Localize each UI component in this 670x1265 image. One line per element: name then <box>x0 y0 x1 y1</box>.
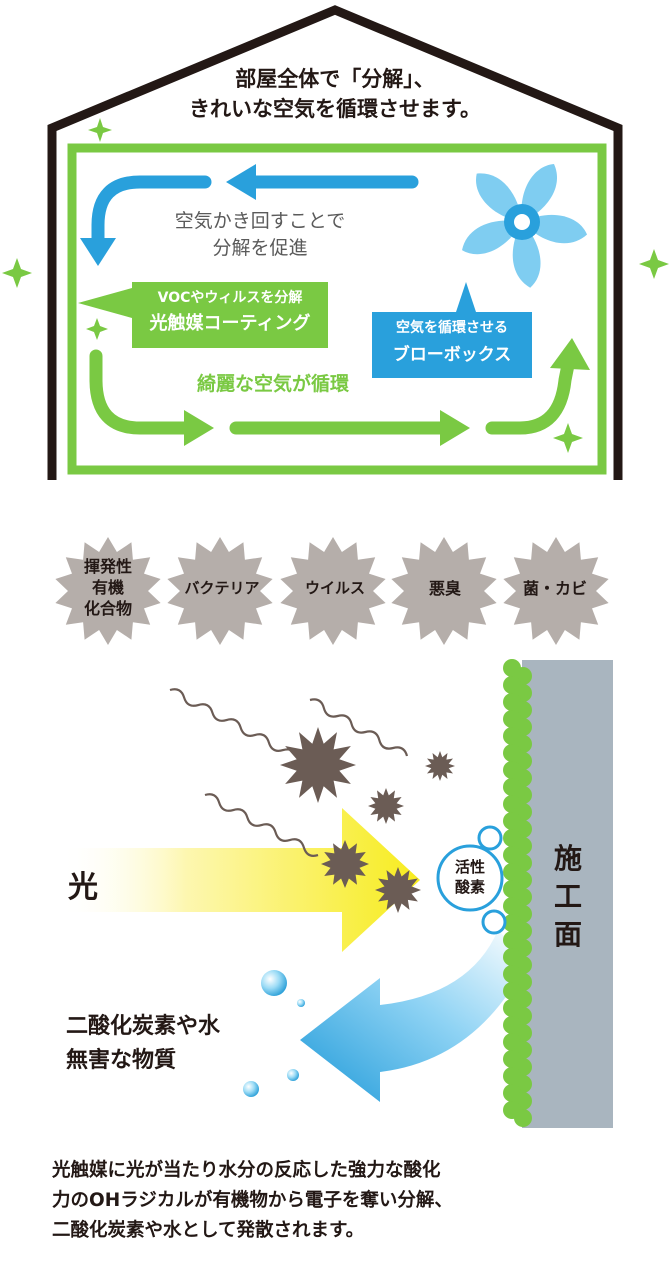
fan-icon <box>462 164 588 288</box>
house-title-line1: 部屋全体で「分解」、 <box>235 67 435 91</box>
green-arrow-head <box>440 410 470 446</box>
water-droplet <box>261 970 287 996</box>
coating-bead <box>514 1109 532 1127</box>
output-arrow <box>300 930 528 1102</box>
surface-label: 施工面 <box>553 842 582 951</box>
target-label-virus: ウイルス <box>304 579 365 597</box>
description-line: 光触媒に光が当たり水分の反応した強力な酸化 <box>52 1160 441 1181</box>
sparkle-icon <box>86 318 108 340</box>
target-badges <box>55 537 609 645</box>
blower-callout-line2: ブローボックス <box>392 345 512 365</box>
coating-callout-bg <box>78 282 328 348</box>
water-droplet <box>297 999 305 1007</box>
pollutant-particles <box>280 727 455 913</box>
house-outline <box>47 5 623 480</box>
green-arrow-head <box>184 410 214 446</box>
water-droplet <box>243 1081 259 1097</box>
description-line: 二酸化炭素や水として発散されます。 <box>52 1220 365 1241</box>
light-label: 光 <box>68 870 98 905</box>
description: 光触媒に光が当たり水分の反応した強力な酸化 力のOHラジカルが有機物から電子を奪… <box>52 1156 632 1246</box>
blue-loop-label-line1: 空気かき回すことで <box>174 210 346 232</box>
house-title-line2: きれいな空気を循環させます。 <box>189 97 481 121</box>
target-label-voc: 揮発性 有機 化合物 <box>58 556 158 619</box>
sparkle-icons <box>2 118 669 453</box>
blower-callout-bg <box>372 282 532 378</box>
target-badge-bg <box>503 537 609 645</box>
active-oxygen-line: 酸素 <box>454 878 485 896</box>
description-line: 力のOHラジカルが有機物から電子を奪い分解、 <box>52 1190 453 1211</box>
light-arrow <box>60 808 420 952</box>
green-loop-label: 綺麗な空気が循環 <box>196 373 349 395</box>
target-badge-bg <box>391 537 497 645</box>
target-badge-bg <box>167 537 273 645</box>
target-badge-bg <box>55 537 161 645</box>
target-label-line: 化合物 <box>83 599 132 618</box>
water-droplets <box>243 970 305 1097</box>
pollutant-particle <box>368 788 404 824</box>
output-label-line2: 無害な物質 <box>66 1048 177 1073</box>
sparkle-icon <box>2 258 32 288</box>
blue-arrow-head <box>80 238 116 266</box>
green-circulation-arrows <box>89 349 575 435</box>
target-label-mold: 菌・カビ <box>522 579 587 598</box>
pollutant-particle <box>321 840 369 888</box>
photocatalyst-coating <box>503 659 532 1127</box>
wavy-lines <box>169 688 409 857</box>
sparkle-icon <box>553 423 583 453</box>
water-droplet <box>287 1069 299 1081</box>
sparkle-icon <box>88 118 112 142</box>
treated-surface <box>522 660 613 1128</box>
blue-circulation-arrows <box>91 175 419 257</box>
pollutant-particle <box>425 751 455 781</box>
active-oxygen-label: 活性 酸素 <box>438 857 502 897</box>
coating-callout-line2: 光触媒コーティング <box>149 313 311 334</box>
sparkle-icon <box>639 249 669 279</box>
active-oxygen-line: 活性 <box>454 858 485 876</box>
blower-callout-line1: 空気を循環させる <box>396 320 508 336</box>
green-arrow-head <box>550 338 590 370</box>
target-label-line: 揮発性 <box>83 557 132 576</box>
pollutant-particle <box>375 867 421 913</box>
coating-callout-line1: VOCやウィルスを分解 <box>157 290 303 306</box>
blue-loop-label-line2: 分解を促進 <box>212 237 308 259</box>
target-label-line: 有機 <box>91 578 124 597</box>
target-badge-bg <box>280 537 386 645</box>
output-label-line1: 二酸化炭素や水 <box>66 1014 221 1039</box>
target-label-odor: 悪臭 <box>428 579 461 598</box>
blue-arrow-head <box>226 164 256 200</box>
active-oxygen <box>436 825 507 935</box>
target-label-bacteria: バクテリア <box>184 579 260 597</box>
pollutant-particle <box>280 727 356 803</box>
